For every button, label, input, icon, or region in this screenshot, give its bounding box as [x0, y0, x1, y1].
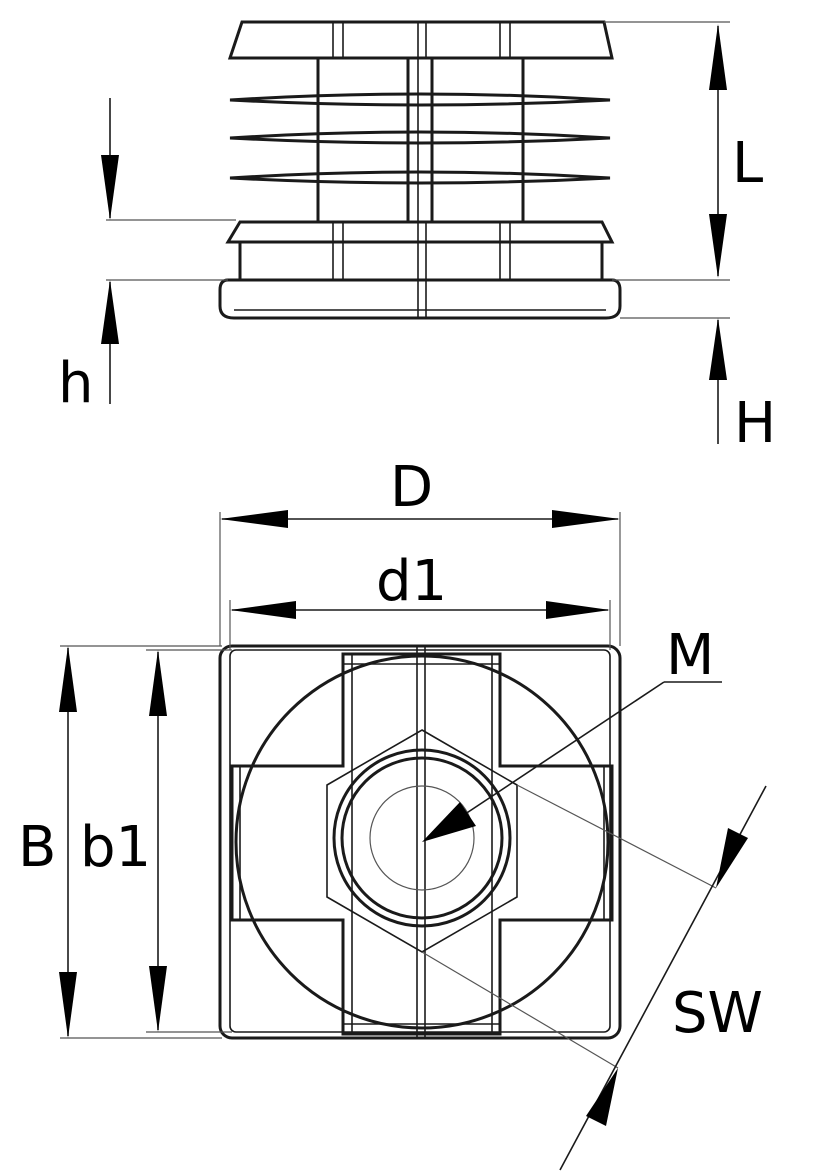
dimension-b1	[146, 649, 232, 1033]
label-M: M	[666, 623, 714, 688]
dimension-SW	[421, 784, 767, 1171]
dimension-h	[101, 98, 236, 404]
front-view	[218, 644, 622, 1040]
dimension-M	[422, 681, 722, 842]
dimension-L	[604, 21, 730, 281]
label-B: B	[18, 815, 56, 880]
label-D: D	[390, 455, 433, 520]
dimension-d1	[229, 600, 611, 650]
label-H: H	[734, 391, 776, 456]
label-SW: SW	[672, 981, 763, 1046]
side-view	[218, 20, 622, 320]
dimension-H	[620, 317, 730, 444]
dimension-B	[59, 645, 222, 1039]
dimension-D	[219, 510, 621, 646]
label-d1: d1	[376, 549, 447, 614]
label-L: L	[732, 131, 763, 196]
label-h: h	[58, 351, 94, 416]
label-b1: b1	[80, 815, 151, 880]
